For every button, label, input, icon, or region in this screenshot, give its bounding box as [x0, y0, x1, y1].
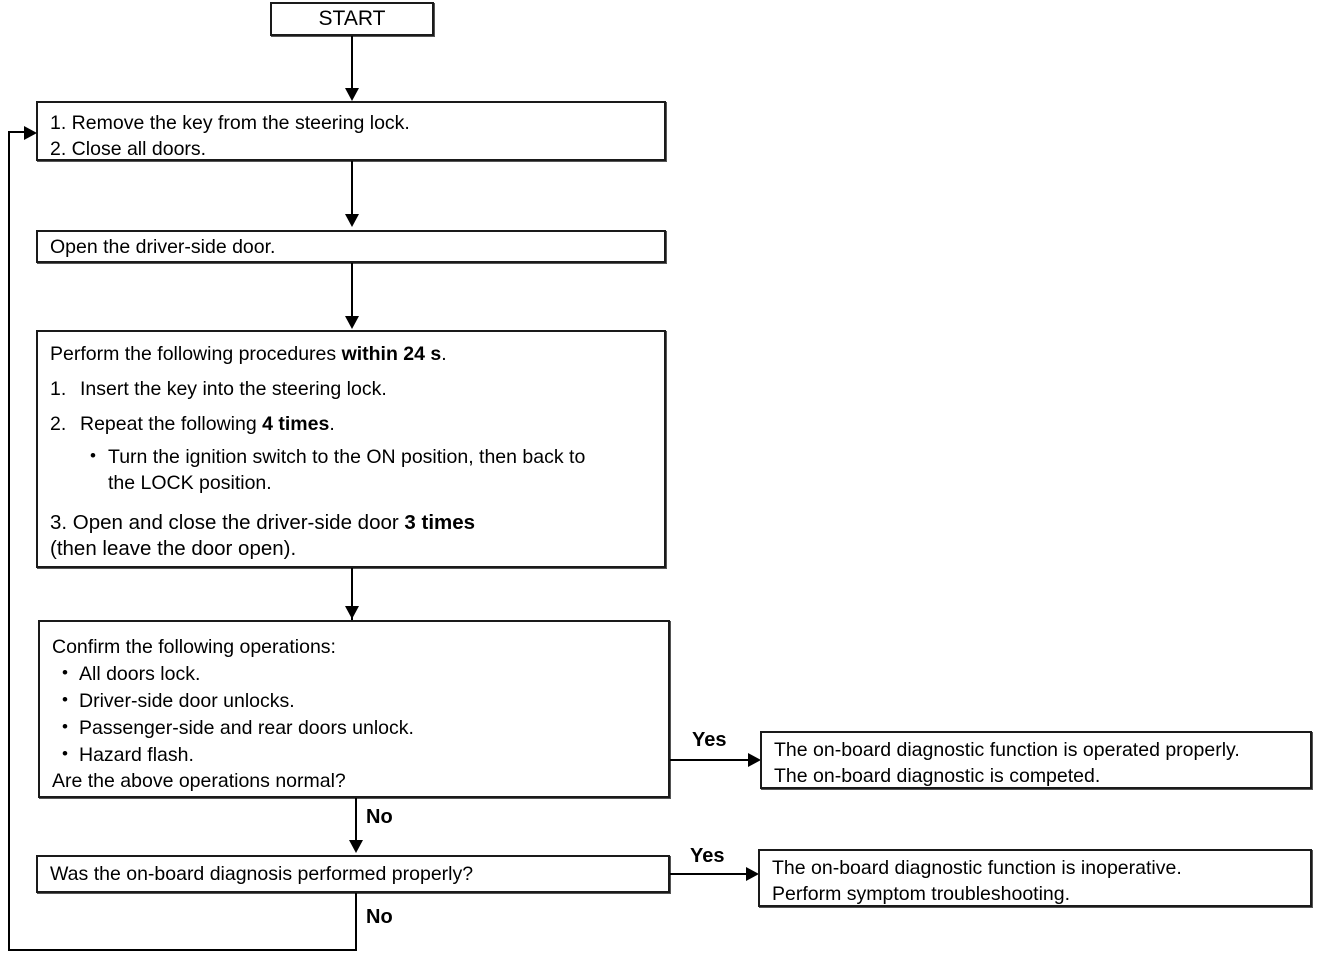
arrow-confirm-no: [349, 840, 363, 853]
procedures-step-3: 3. Open and close the driver-side door 3…: [50, 510, 654, 562]
confirm-question: Are the above operations normal?: [52, 770, 346, 792]
connector-decision2-yes: [670, 873, 750, 875]
procedures-step-2-after: .: [329, 413, 335, 435]
connector-confirm-no: [355, 798, 357, 848]
procedures-step-3-line-1: 3. Open and close the driver-side door 3…: [50, 510, 654, 536]
confirm-bullet-text: Passenger-side and rear doors unlock.: [79, 717, 414, 739]
connector-prepare-to-open-door: [351, 161, 353, 216]
connector-loop-into-prepare: [8, 131, 30, 133]
procedures-step-2-bold: 4 times: [262, 413, 330, 435]
procedures-intro: Perform the following procedures within …: [50, 341, 654, 367]
bullet-dot-icon: •: [62, 690, 68, 709]
procedures-step-3-before: 3. Open and close the driver-side door: [50, 511, 405, 534]
confirm-node: Confirm the following operations: • All …: [38, 620, 670, 798]
arrow-confirm-yes: [748, 753, 761, 767]
edge-label-decision2-yes: Yes: [690, 845, 725, 867]
edge-label-decision2-no: No: [366, 906, 393, 928]
connector-open-door-to-procedures: [351, 263, 353, 318]
connector-procedures-to-confirm: [351, 568, 353, 620]
start-label: START: [318, 7, 386, 30]
confirm-bullet-item: • Driver-side door unlocks.: [52, 688, 658, 714]
confirm-bullet-text: All doors lock.: [79, 663, 201, 685]
confirm-bullet-text: Driver-side door unlocks.: [79, 690, 295, 712]
connector-start-to-prepare: [351, 36, 353, 90]
procedures-intro-after: .: [441, 343, 447, 365]
connector-loop-down: [355, 893, 357, 951]
procedures-step-1-marker: 1.: [50, 378, 67, 400]
procedures-intro-before: Perform the following procedures: [50, 343, 342, 365]
procedures-step-1: 1. Insert the key into the steering lock…: [50, 376, 654, 402]
confirm-heading: Confirm the following operations:: [52, 636, 336, 658]
confirm-bullet-text: Hazard flash.: [79, 744, 194, 766]
procedures-step-3-line-2: (then leave the door open).: [50, 537, 297, 560]
arrow-start-to-prepare: [345, 88, 359, 101]
procedures-step-2-bullet: • Turn the ignition switch to the ON pos…: [50, 444, 654, 496]
result-ok-line-1: The on-board diagnostic function is oper…: [774, 739, 1240, 761]
bullet-dot-icon: •: [62, 663, 68, 682]
procedures-bullet-line-1: Turn the ignition switch to the ON posit…: [108, 446, 586, 468]
result-inoperative-node: The on-board diagnostic function is inop…: [758, 849, 1312, 907]
prepare-item-2: 2. Close all doors.: [50, 138, 207, 160]
arrow-loop-into-prepare: [24, 126, 37, 140]
open-door-node: Open the driver-side door.: [36, 230, 666, 263]
decision2-question: Was the on-board diagnosis performed pro…: [50, 863, 474, 885]
arrow-prepare-to-open-door: [345, 214, 359, 227]
edge-label-confirm-yes: Yes: [692, 729, 727, 751]
procedures-step-2-before: Repeat the following: [80, 413, 263, 435]
bullet-dot-icon: •: [90, 446, 96, 465]
result-ok-node: The on-board diagnostic function is oper…: [760, 731, 1312, 789]
result-ok-line-2: The on-board diagnostic is competed.: [774, 765, 1101, 787]
procedures-intro-bold: within 24 s: [341, 343, 442, 365]
arrow-open-door-to-procedures: [345, 316, 359, 329]
confirm-bullet-item: • Passenger-side and rear doors unlock.: [52, 715, 658, 741]
connector-loop-left: [8, 131, 10, 951]
open-door-text: Open the driver-side door.: [50, 235, 276, 258]
confirm-bullet-list: • All doors lock. • Driver-side door unl…: [52, 661, 658, 768]
arrow-decision2-yes: [746, 867, 759, 881]
bullet-dot-icon: •: [62, 717, 68, 736]
decision2-node: Was the on-board diagnosis performed pro…: [36, 855, 670, 893]
result-inoperative-line-2: Perform symptom troubleshooting.: [772, 883, 1071, 905]
procedures-node: Perform the following procedures within …: [36, 330, 666, 568]
procedures-step-3-bold: 3 times: [404, 511, 476, 534]
arrow-procedures-to-confirm: [345, 606, 359, 619]
connector-confirm-yes: [670, 759, 752, 761]
result-inoperative-line-1: The on-board diagnostic function is inop…: [772, 857, 1182, 879]
procedures-step-1-text: Insert the key into the steering lock.: [80, 378, 387, 400]
start-node: START: [270, 2, 434, 36]
confirm-bullet-item: • All doors lock.: [52, 661, 658, 687]
prepare-item-1: 1. Remove the key from the steering lock…: [50, 112, 410, 134]
connector-loop-bottom: [8, 949, 357, 951]
procedures-step-2-marker: 2.: [50, 413, 67, 435]
edge-label-confirm-no: No: [366, 806, 393, 828]
prepare-node: 1. Remove the key from the steering lock…: [36, 101, 666, 161]
procedures-step-2: 2. Repeat the following 4 times.: [50, 411, 654, 437]
confirm-bullet-item: • Hazard flash.: [52, 742, 658, 768]
procedures-bullet-line-2: the LOCK position.: [108, 472, 272, 494]
bullet-dot-icon: •: [62, 744, 68, 763]
